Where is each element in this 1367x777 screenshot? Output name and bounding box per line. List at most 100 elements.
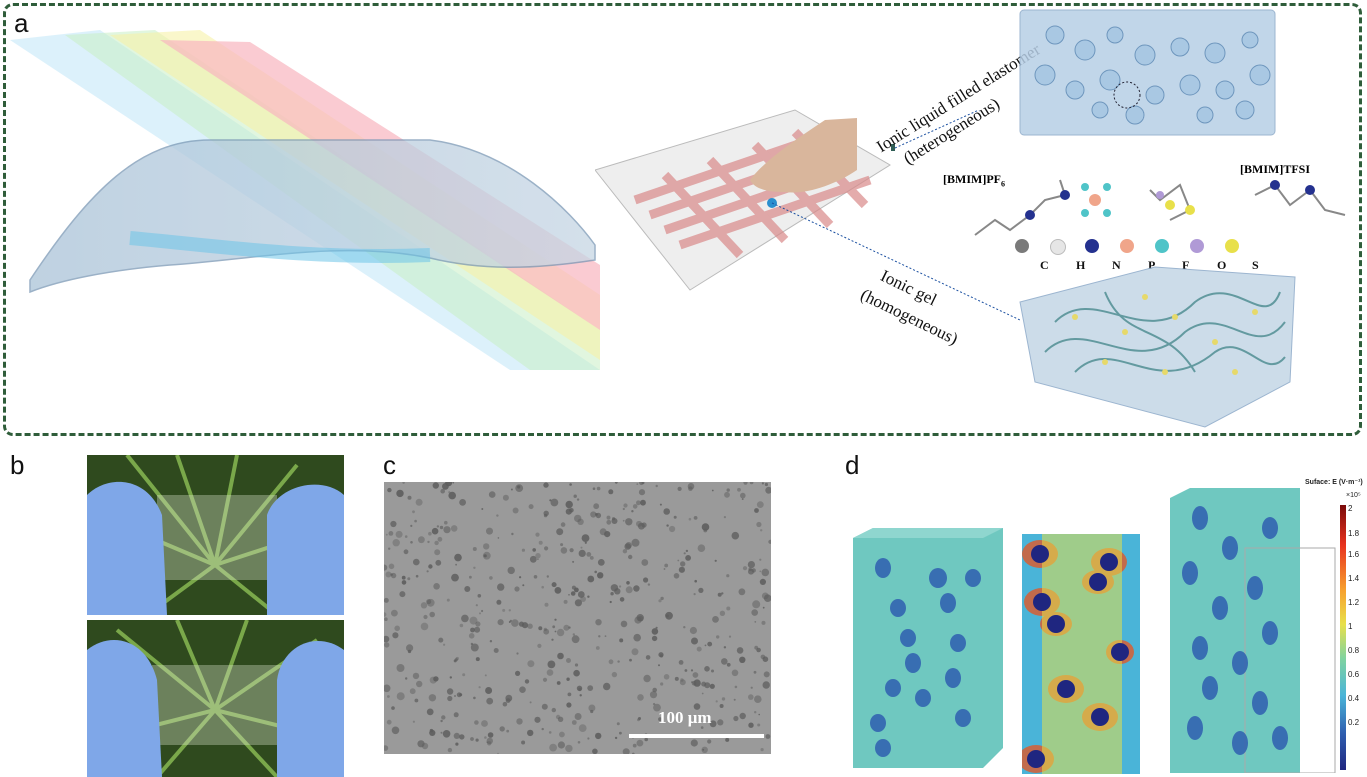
sem-pore: [741, 498, 744, 500]
sem-pore: [449, 676, 452, 679]
sem-pore: [416, 680, 423, 688]
sem-scale-bar-label: 100 μm: [658, 708, 712, 727]
sem-pore: [484, 674, 487, 677]
sem-pore: [587, 685, 594, 691]
sem-pore: [415, 498, 423, 506]
sem-pore: [653, 703, 661, 712]
sem-pore: [752, 600, 761, 609]
sem-pore: [588, 704, 596, 712]
sem-pore: [610, 584, 619, 592]
sem-pore: [475, 657, 480, 662]
atom-f-label: F: [1182, 258, 1190, 272]
sem-pore: [750, 686, 753, 689]
sem-pore: [606, 519, 612, 525]
colorbar-tick: 1.6: [1348, 550, 1360, 559]
sem-pore: [611, 671, 618, 678]
sem-pore: [459, 499, 466, 506]
sem-pore: [698, 587, 704, 593]
sem-pore: [612, 517, 616, 521]
sem-pore: [486, 737, 493, 745]
sem-pore: [414, 698, 419, 703]
sem-pore: [560, 547, 568, 554]
sem-pore: [645, 655, 651, 660]
sem-pore: [768, 539, 771, 544]
sem-pore: [691, 680, 697, 686]
sem-pore: [506, 729, 510, 733]
atom-p-swatch: [1120, 239, 1134, 253]
sem-pore: [459, 623, 464, 628]
sem-pore: [658, 599, 662, 603]
sem-pore: [573, 494, 577, 498]
sem-pore: [550, 498, 559, 507]
sem-pore: [574, 663, 579, 667]
sem-pore: [403, 549, 409, 555]
sem-pore: [395, 530, 403, 538]
sem-pore: [673, 515, 677, 519]
sem-pore: [617, 660, 620, 663]
sem-pore: [396, 692, 405, 701]
panel-label-c: c: [383, 450, 396, 480]
sem-pore: [598, 635, 601, 638]
sem-pore: [410, 524, 413, 527]
sem-pore: [469, 616, 478, 625]
colorbar-tick: 0.6: [1348, 670, 1360, 679]
atom-legend: C H N P F O S: [1010, 238, 1260, 272]
sem-pore: [535, 532, 540, 537]
sem-pore: [709, 683, 715, 689]
sem-pore: [626, 581, 630, 585]
sem-pore: [410, 541, 413, 544]
sem-pore: [428, 531, 432, 536]
sem-pore: [435, 559, 442, 566]
atom-n-label: N: [1112, 258, 1121, 272]
atom-s-label: S: [1252, 258, 1259, 272]
sem-pore: [434, 549, 441, 556]
sem-pore: [392, 539, 400, 547]
sem-pore: [603, 682, 611, 691]
sem-pore: [677, 559, 680, 562]
sem-pore: [568, 626, 571, 629]
sem-pore: [740, 492, 746, 499]
sem-pore: [684, 669, 688, 672]
sem-pore: [715, 700, 718, 703]
sem-pore: [543, 627, 547, 631]
sem-pore: [440, 731, 443, 734]
sem-pore: [756, 647, 761, 653]
sem-pore: [493, 648, 499, 653]
sem-pore: [638, 489, 646, 496]
sem-pore: [570, 591, 576, 596]
sem-pore: [549, 499, 552, 502]
sem-pore: [587, 595, 590, 598]
sem-pore: [420, 602, 428, 609]
colorbar-title: Suface: E (V·m⁻¹): [1305, 479, 1363, 486]
sem-pore: [563, 599, 568, 604]
sem-pore: [587, 575, 595, 583]
sem-pore: [739, 712, 746, 720]
sem-pore: [631, 538, 640, 547]
sem-pore: [473, 696, 476, 700]
sem-pore: [637, 718, 640, 722]
sem-pore: [497, 583, 505, 591]
sem-pore: [551, 707, 556, 713]
sem-pore: [428, 694, 437, 702]
sem-pore: [619, 638, 624, 643]
panel-a-frame: [3, 3, 1362, 436]
sem-pore: [572, 633, 575, 636]
atom-h-swatch: [1050, 239, 1066, 255]
sem-pore: [568, 594, 570, 596]
sem-pore: [658, 717, 662, 722]
sem-pore: [412, 510, 415, 514]
sem-pore: [622, 507, 625, 511]
sem-pore: [565, 508, 572, 515]
sem-pore: [669, 525, 676, 533]
sem-pore: [761, 592, 769, 600]
sem-pore: [678, 660, 684, 665]
sem-pore: [738, 588, 746, 596]
sem-pore: [733, 715, 739, 722]
sem-pore: [697, 544, 706, 552]
sem-pore: [633, 585, 640, 592]
sem-pore: [543, 482, 549, 488]
sem-pore: [413, 558, 420, 566]
sem-pore: [437, 536, 443, 542]
sem-pore: [628, 554, 633, 560]
colorbar: [1340, 505, 1346, 770]
